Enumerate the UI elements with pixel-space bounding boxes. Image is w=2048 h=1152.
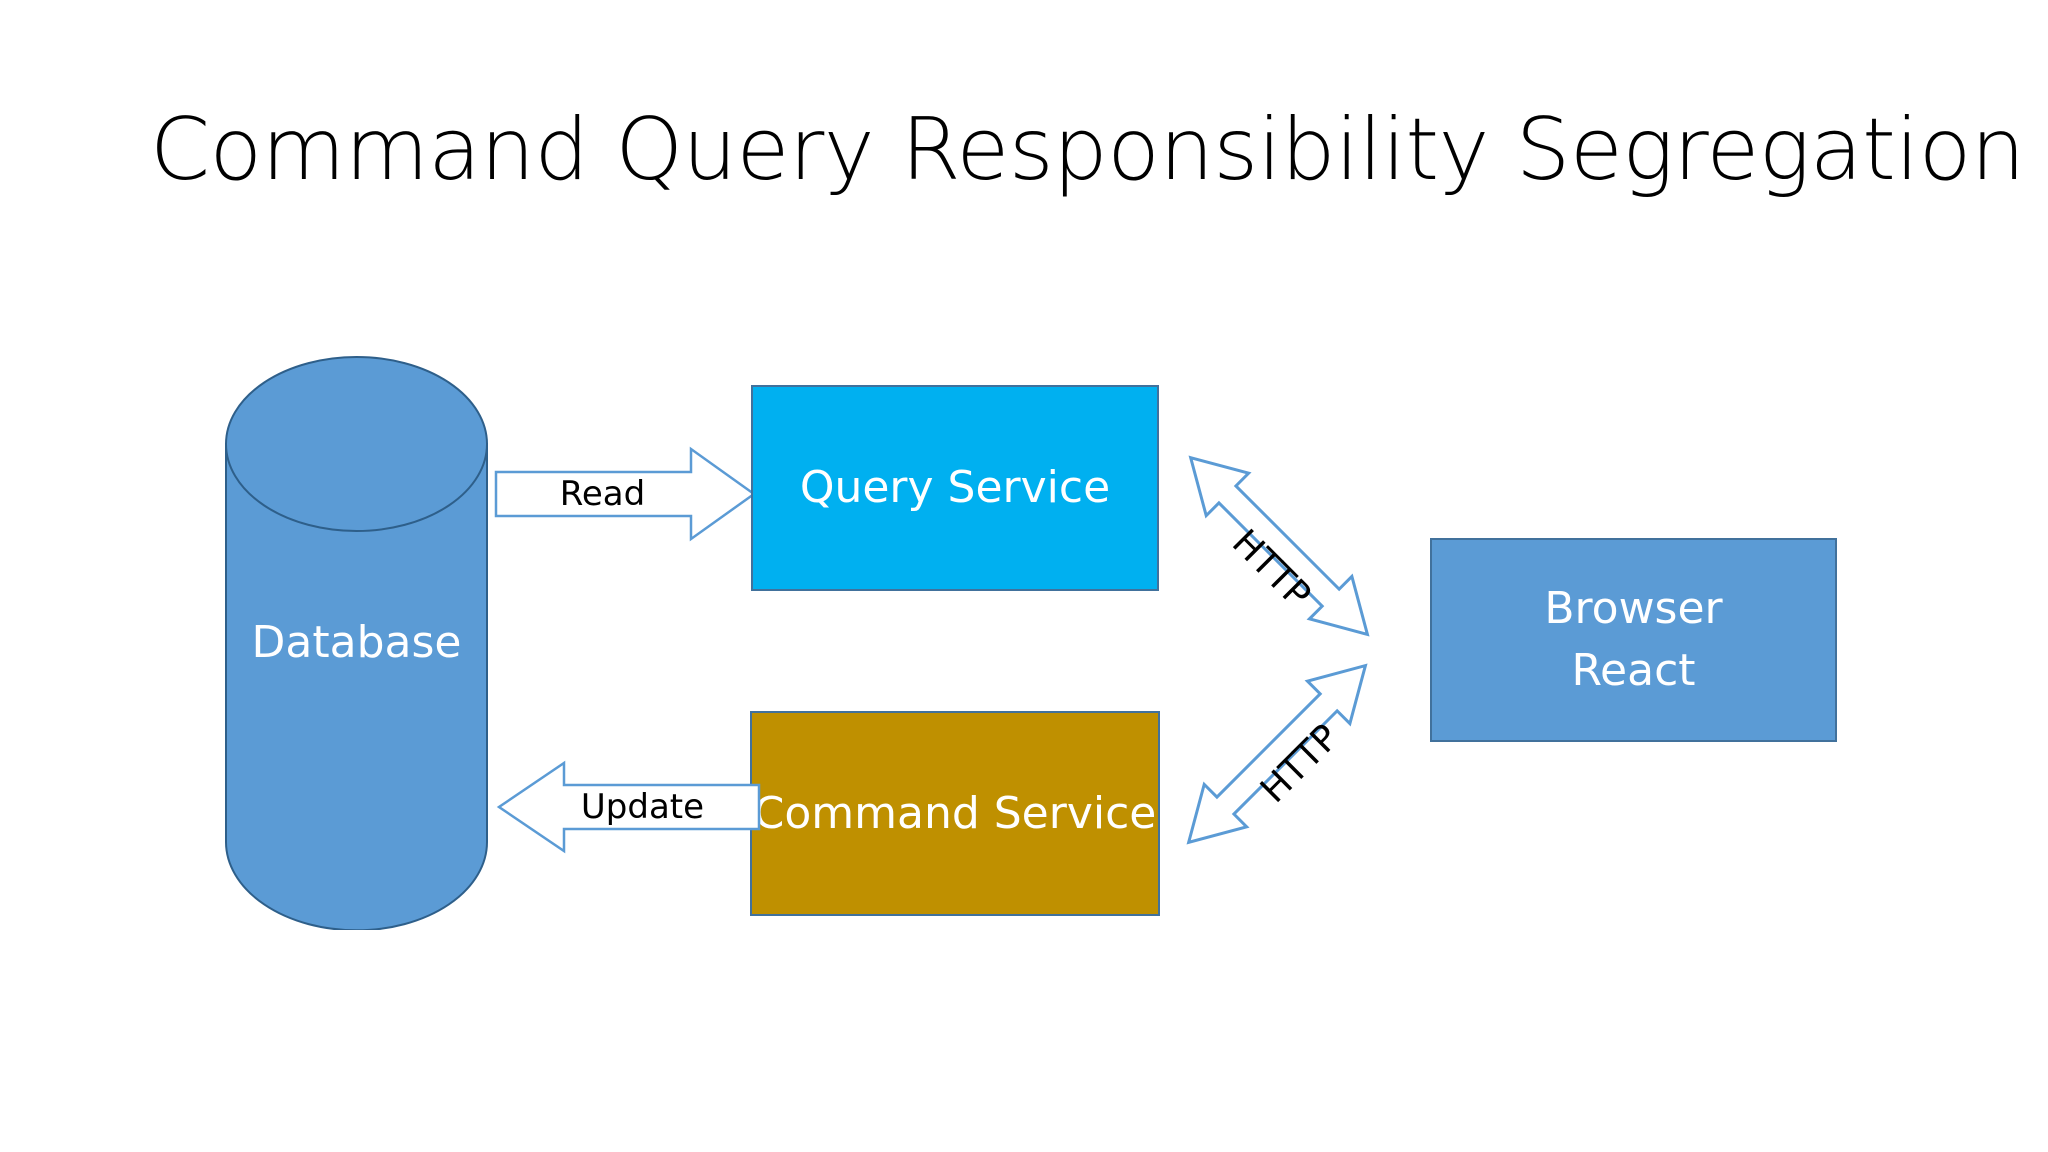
cylinder-body: [225, 443, 488, 930]
http-bottom-arrow-shape[interactable]: [1183, 648, 1415, 848]
database-cylinder-shape[interactable]: [225, 356, 488, 930]
update-arrow-path: [496, 760, 761, 854]
http-bottom-arrow-path: [1186, 663, 1368, 845]
http-top-arrow-shape[interactable]: [1185, 452, 1417, 652]
read-arrow-shape[interactable]: [494, 446, 757, 542]
browser-react-label-container: Browser React: [1432, 540, 1835, 740]
database-label-container: Database: [225, 356, 488, 930]
browser-react-box[interactable]: Browser React: [1430, 538, 1837, 742]
http-top-arrow-path: [1188, 455, 1370, 637]
cylinder-top-ellipse: [225, 356, 488, 532]
query-service-box[interactable]: Query Service: [751, 385, 1159, 591]
browser-label-line2: React: [1571, 645, 1696, 696]
browser-label-line1: Browser: [1544, 583, 1723, 634]
read-arrow-path: [494, 446, 757, 542]
query-service-label: Query Service: [799, 462, 1111, 513]
command-service-label: Command Service: [753, 787, 1157, 839]
database-label: Database: [251, 617, 462, 668]
update-arrow-shape[interactable]: [496, 760, 761, 854]
page-title: Command Query Responsibility Segregation: [150, 100, 2025, 200]
command-service-box[interactable]: Command Service: [750, 711, 1160, 916]
